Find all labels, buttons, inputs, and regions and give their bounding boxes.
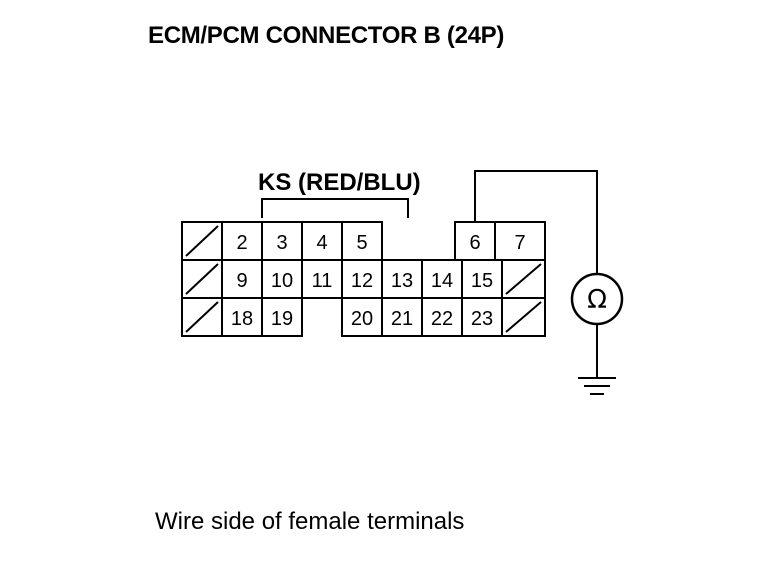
ohm-symbol: Ω — [587, 285, 607, 315]
terminal-13: 13 — [381, 259, 423, 299]
blank-cavity — [501, 297, 546, 337]
ks-wire-label: KS (RED/BLU) — [258, 169, 421, 196]
terminal-number: 22 — [431, 308, 453, 330]
terminal-number: 7 — [514, 232, 525, 254]
terminal-number: 10 — [271, 270, 293, 292]
terminal-number: 4 — [316, 232, 327, 254]
terminal-number: 2 — [236, 232, 247, 254]
blank-cavity — [181, 297, 223, 337]
terminal-number: 15 — [471, 270, 493, 292]
terminal-number: 11 — [312, 270, 333, 292]
terminal-18: 18 — [221, 297, 263, 337]
terminal-number: 14 — [431, 270, 453, 292]
terminal-6: 6 — [454, 221, 496, 261]
ohmmeter-icon: Ω — [570, 272, 624, 326]
blank-cavity — [181, 221, 223, 261]
diagram-title: ECM/PCM CONNECTOR B (24P) — [148, 22, 505, 49]
terminal-23: 23 — [461, 297, 503, 337]
terminal-3: 3 — [261, 221, 303, 261]
terminal-number: 13 — [391, 270, 413, 292]
terminal-2: 2 — [221, 221, 263, 261]
terminal-19: 19 — [261, 297, 303, 337]
terminal-number: 3 — [276, 232, 287, 254]
terminal-20: 20 — [341, 297, 383, 337]
test-lead-wire — [474, 170, 598, 378]
terminal-12: 12 — [341, 259, 383, 299]
terminal-21: 21 — [381, 297, 423, 337]
terminal-number: 23 — [471, 308, 493, 330]
ground-icon — [578, 377, 616, 395]
terminal-10: 10 — [261, 259, 303, 299]
terminal-number: 19 — [271, 308, 293, 330]
terminal-number: 9 — [236, 270, 247, 292]
terminal-4: 4 — [301, 221, 343, 261]
terminal-14: 14 — [421, 259, 463, 299]
terminal-number: 20 — [351, 308, 373, 330]
terminal-22: 22 — [421, 297, 463, 337]
blank-cavity — [181, 259, 223, 299]
terminal-number: 12 — [351, 270, 373, 292]
diagram-caption: Wire side of female terminals — [155, 508, 465, 535]
terminal-7: 7 — [494, 221, 546, 261]
ks-wire-bracket — [261, 198, 409, 218]
terminal-number: 5 — [356, 232, 367, 254]
blank-cavity — [501, 259, 546, 299]
terminal-number: 18 — [231, 308, 253, 330]
terminal-9: 9 — [221, 259, 263, 299]
terminal-number: 21 — [391, 308, 413, 330]
terminal-5: 5 — [341, 221, 383, 261]
terminal-15: 15 — [461, 259, 503, 299]
terminal-number: 6 — [469, 232, 480, 254]
terminal-11: 11 — [301, 259, 343, 299]
